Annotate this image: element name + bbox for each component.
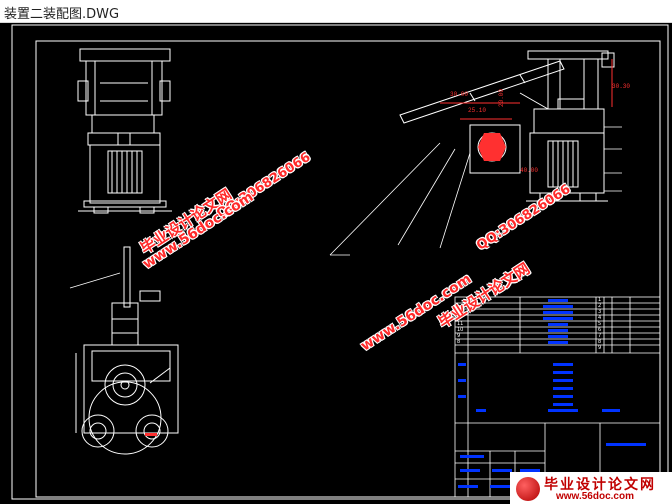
dimension-label-3: 20.00 (498, 88, 505, 107)
front-view (77, 48, 172, 214)
site-logo: 毕业设计论文网 www.56doc.com (510, 472, 672, 504)
window-titlebar: 装置二装配图.DWG (0, 0, 672, 23)
dimension-label-5: 40.00 (520, 167, 539, 174)
tb-row-1: 1 (598, 297, 602, 303)
title-block-blue-text (458, 299, 646, 488)
inner-frame (35, 40, 661, 498)
dimension-label-2: 25.10 (468, 107, 487, 114)
cad-drawing (11, 24, 669, 500)
window-title: 装置二装配图.DWG (4, 7, 120, 22)
tb-row-5: 5 (598, 321, 602, 327)
tb-left-row-8: 8 (457, 339, 461, 345)
cad-drawing-canvas[interactable]: 30.00 25.10 20.00 30.30 40.00 1 2 3 4 5 … (0, 23, 672, 504)
tb-row-7: 7 (598, 333, 602, 339)
tb-row-9: 9 (598, 345, 602, 351)
tb-row-3: 3 (598, 309, 602, 315)
tb-row-8: 8 (598, 339, 602, 345)
tb-left-row-9: 9 (457, 333, 461, 339)
tb-row-4: 4 (598, 315, 602, 321)
tb-left-row-10: 10 (457, 327, 464, 333)
logo-url-text: www.56doc.com (556, 491, 634, 502)
plan-view-red-mark (145, 433, 157, 436)
side-view (399, 50, 615, 202)
gear-detail (478, 133, 506, 161)
outer-frame (11, 24, 669, 500)
dimension-label-1: 30.00 (450, 91, 469, 98)
logo-ball-icon (516, 477, 540, 501)
plan-view (75, 246, 179, 455)
dimension-label-4: 30.30 (612, 83, 631, 90)
tb-row-6: 6 (598, 327, 602, 333)
tb-row-2: 2 (598, 303, 602, 309)
tb-left-row-11: 11 (457, 321, 464, 327)
logo-brand-text: 毕业设计论文网 (544, 477, 656, 493)
leader-lines (69, 126, 622, 289)
